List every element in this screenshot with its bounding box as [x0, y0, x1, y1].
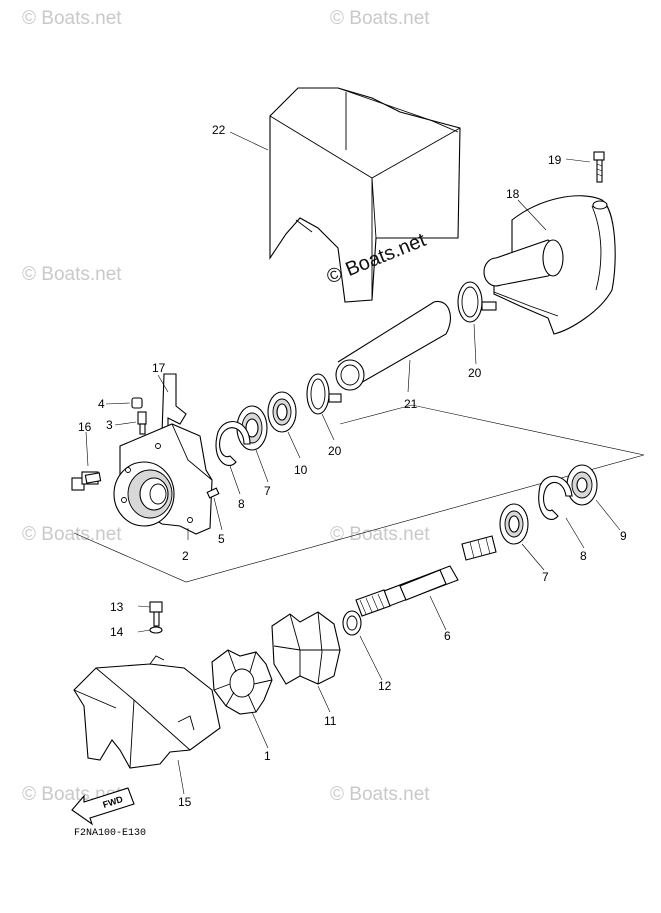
- callout-11: 11: [324, 714, 337, 728]
- part-12-washer: [342, 610, 362, 636]
- callout-3: 3: [106, 418, 113, 432]
- part-4-cap: [131, 397, 143, 409]
- part-8-circlip-lower: [538, 475, 573, 521]
- part-22-cover: [269, 87, 461, 303]
- callout-4: 4: [98, 397, 105, 411]
- part-20-clamp-lower: [306, 373, 342, 415]
- part-21-hose: [335, 300, 451, 391]
- callout-2: 2: [182, 549, 189, 563]
- callout-12: 12: [378, 679, 392, 693]
- callout-21: 21: [404, 397, 418, 411]
- watermark: © Boats.net: [22, 8, 122, 29]
- callout-22: 22: [212, 123, 226, 137]
- leader-lines: [85, 131, 621, 795]
- callouts: 22 19 18 17 4 3 16 21 20 20 10 7 8 5 2 9…: [78, 123, 627, 809]
- watermark: © Boats.net: [330, 8, 430, 29]
- diagram-code: F2NA100-E130: [74, 828, 146, 839]
- watermark: © Boats.net: [330, 784, 430, 805]
- callout-19: 19: [548, 153, 562, 167]
- part-11-coupler: [271, 611, 341, 685]
- callout-20: 20: [328, 444, 342, 458]
- part-5-pin: [206, 487, 220, 499]
- part-2-housing: [113, 423, 213, 535]
- callout-17: 17: [152, 361, 166, 375]
- watermark: © Boats.net: [330, 524, 430, 545]
- callout-14: 14: [110, 625, 124, 639]
- part-9-seal: [566, 464, 598, 506]
- callout-8: 8: [580, 549, 587, 563]
- part-8-circlip-upper: [215, 421, 251, 467]
- part-10-seal: [267, 391, 297, 433]
- assembly-outline: [73, 404, 645, 583]
- part-20-clamp-upper: [457, 281, 497, 323]
- callout-18: 18: [506, 187, 520, 201]
- part-13-bolt: [149, 601, 163, 627]
- callout-10: 10: [294, 463, 308, 477]
- part-1-damper: [211, 649, 273, 715]
- callout-7: 7: [264, 484, 271, 498]
- part-14-washer: [149, 626, 163, 634]
- callout-6: 6: [444, 629, 451, 643]
- callout-5: 5: [218, 532, 225, 546]
- part-18-duct: [483, 195, 616, 335]
- part-7-bearing-lower: [499, 503, 529, 545]
- callout-20: 20: [468, 366, 482, 380]
- part-15-guard: [73, 655, 221, 769]
- part-19-bolt: [593, 151, 605, 183]
- callout-15: 15: [178, 795, 192, 809]
- callout-1: 1: [264, 749, 271, 763]
- callout-16: 16: [78, 420, 92, 434]
- fwd-arrow-icon: FWD: [71, 787, 135, 826]
- part-16-bolt: [71, 471, 102, 491]
- part-3-nipple: [137, 411, 147, 435]
- callout-13: 13: [110, 600, 124, 614]
- watermark: © Boats.net: [22, 524, 122, 545]
- callout-7: 7: [542, 570, 549, 584]
- part-6-shaft: [355, 535, 497, 617]
- watermark: © Boats.net: [22, 264, 122, 285]
- callout-8: 8: [238, 497, 245, 511]
- callout-9: 9: [620, 529, 627, 543]
